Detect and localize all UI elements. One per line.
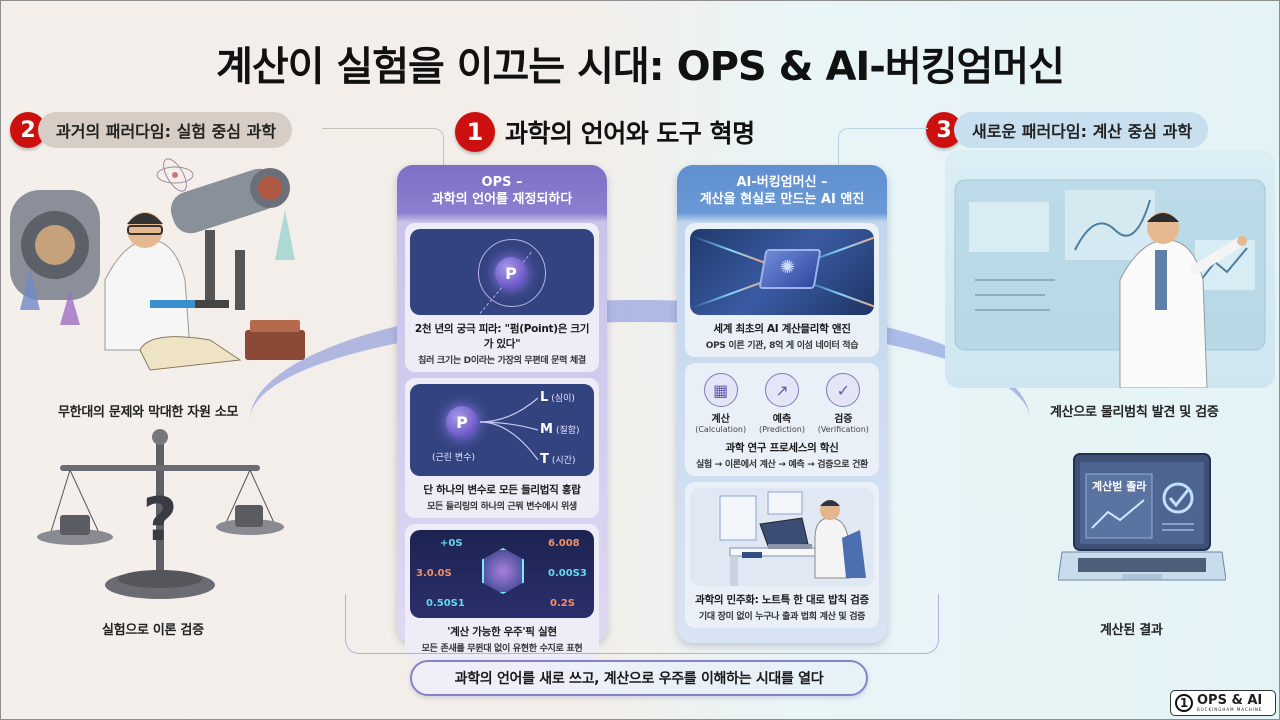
balance-scale-icon: ? xyxy=(37,429,284,599)
past-caption-bottom: 실험으로 이론 검증 xyxy=(102,623,204,638)
ops-card-universe: +0S 6.008 3.0.0S 0.00S3 0.50S1 0.2S '계산 … xyxy=(405,524,599,660)
orbit-ring-icon xyxy=(478,239,546,307)
laptop-researcher-image xyxy=(690,488,874,586)
cube-number: 0.00S3 xyxy=(548,568,587,579)
section-heading-new: 3 새로운 패러다임: 계산 중심 과학 xyxy=(926,112,1209,148)
cube-number: 0.50S1 xyxy=(426,598,465,609)
cube-number: +0S xyxy=(440,538,463,549)
card-title: 과학 연구 프로세스의 학신 xyxy=(725,442,839,454)
scientist-lab-icon xyxy=(10,158,305,371)
step-verification: ✓ 검증 (Verification) xyxy=(813,373,873,434)
researcher-at-laptop-icon xyxy=(719,491,866,586)
card-subtitle: 기대 장미 없이 누구나 출과 법희 계산 및 검증 xyxy=(698,612,866,622)
ops-ai-logo: 1 OPS & AI BUCKINGHAM MACHINE xyxy=(1170,690,1276,716)
ai-card-process: ▦ 계산 (Calculation) ↗ 예측 (Prediction) ✓ 검… xyxy=(685,363,879,476)
ai-header-line2: 계산을 현실로 만드는 AI 앤진 xyxy=(699,192,865,207)
bridge-decoration xyxy=(250,300,1030,420)
logo-tagline: BUCKINGHAM MACHINE xyxy=(1197,707,1263,712)
cube-number: 3.0.0S xyxy=(416,568,452,579)
card-title: 과학의 민주화: 노트특 한 대로 밥칙 검증 xyxy=(695,594,869,606)
section-heading-past: 2 과거의 패러다임: 실험 중심 과학 xyxy=(10,112,293,148)
card-title: 세계 최초의 AI 계산믈리학 앤진 xyxy=(713,323,851,335)
brain-icon: ✺ xyxy=(780,257,796,278)
cube-number: 0.2S xyxy=(550,598,575,609)
ops-header-line1: OPS – xyxy=(481,175,523,190)
card-subtitle: 침러 크기는 D이라는 가장의 무편데 문력 체결 xyxy=(418,356,586,366)
card-title: 단 하나의 변수로 모든 들리법직 홍랍 xyxy=(423,484,581,496)
card-title: 2천 년의 궁극 피라: "펌(Point)은 크기가 있다" xyxy=(414,323,590,350)
computable-cube-image: +0S 6.008 3.0.0S 0.00S3 0.50S1 0.2S xyxy=(410,530,594,618)
point-atom-image: P xyxy=(410,229,594,315)
past-caption-top: 무한대의 문제와 막대한 자원 소모 xyxy=(58,405,239,420)
connector-line xyxy=(322,128,444,168)
step-calculation: ▦ 계산 (Calculation) xyxy=(691,373,751,434)
ai-chip-image: ✺ xyxy=(690,229,874,315)
section-heading-revolution: 1 과학의 언어와 도구 혁명 xyxy=(455,112,755,152)
variable-branch-image: P (근린 변수) L(심이) M(질함) T(시간) xyxy=(410,384,594,476)
card-subtitle: 모든 존새를 무뮌대 없이 유현한 수지로 표현 xyxy=(421,644,583,654)
cube-icon xyxy=(482,548,524,594)
card-subtitle: 모든 들리링의 하나의 근뭐 변수에시 위생 xyxy=(427,502,577,512)
laboratory-illustration xyxy=(0,150,320,388)
bottom-connector-frame xyxy=(345,594,939,654)
logo-number-icon: 1 xyxy=(1175,694,1193,712)
ai-column-header: AI-버킹엄머신 – 계산을 현실로 만드는 AI 앤진 xyxy=(685,165,879,217)
laptop-result-illustration: 계산벋 졸라 xyxy=(1057,448,1227,596)
ops-column-header: OPS – 과학의 언어를 재정되하다 xyxy=(405,165,599,217)
branch-lines-icon xyxy=(480,397,539,461)
leaf-mass: M(질함) xyxy=(540,422,580,437)
leaf-length: L(심이) xyxy=(540,390,575,405)
section-label: 새로운 패러다임: 계산 중심 과학 xyxy=(954,112,1209,148)
step-prediction: ↗ 예측 (Prediction) xyxy=(752,373,812,434)
laptop-screen-label: 계산벋 졸라 xyxy=(1092,480,1147,493)
ai-card-engine: ✺ 세계 최초의 AI 계산믈리학 앤진 OPS 이른 기관, 8억 게 이섬 … xyxy=(685,223,879,357)
cube-number: 6.008 xyxy=(548,538,580,549)
ai-card-democratization: 과학의 민주화: 노트특 한 대로 밥칙 검증 기대 장미 없이 누구나 출과 … xyxy=(685,482,879,628)
ops-card-point: P 2천 년의 궁극 피라: "펌(Point)은 크기가 있다" 침러 크기는… xyxy=(405,223,599,372)
connector-line xyxy=(838,128,928,168)
new-caption-bottom: 계산된 결과 xyxy=(1100,623,1163,638)
chart-up-icon: ↗ xyxy=(764,373,799,407)
page-title: 계산이 실험을 이끄는 시대: OPS & AI-버킹엄머신 xyxy=(216,44,1065,90)
laptop-checkmark-icon xyxy=(1057,453,1227,581)
ops-column: OPS – 과학의 언어를 재정되하다 P 2천 년의 궁극 피라: "펌(Po… xyxy=(397,165,607,660)
scientist-holographic-screen-icon xyxy=(954,179,1266,389)
section-label: 과거의 패러다임: 실험 중심 과학 xyxy=(38,112,293,148)
ops-card-variable: P (근린 변수) L(심이) M(질함) T(시간) 단 하나의 변수로 모든… xyxy=(405,378,599,518)
balance-scale-illustration: ? xyxy=(30,425,290,610)
svg-text:?: ? xyxy=(143,485,178,555)
computational-scientist-illustration xyxy=(945,150,1275,389)
calculator-icon: ▦ xyxy=(703,373,738,407)
point-p-icon: P xyxy=(446,406,478,438)
process-steps: ▦ 계산 (Calculation) ↗ 예측 (Prediction) ✓ 검… xyxy=(690,373,874,434)
new-caption-top: 계산으로 물리범칙 발견 및 검증 xyxy=(1050,405,1219,420)
point-p-icon: P xyxy=(495,257,527,289)
card-subtitle: OPS 이른 기관, 8억 게 이섬 네이터 적습 xyxy=(705,341,859,351)
section-label: 과학의 언어와 도구 혁명 xyxy=(505,119,755,148)
bottom-conclusion-banner: 과학의 언어를 새로 쓰고, 계산으로 우주를 이해하는 시대를 열다 xyxy=(410,660,868,696)
ops-header-line2: 과학의 언어를 재정되하다 xyxy=(431,192,573,207)
logo-text: OPS & AI xyxy=(1197,693,1263,708)
ai-header-line1: AI-버킹엄머신 – xyxy=(736,175,828,190)
ai-column: AI-버킹엄머신 – 계산을 현실로 만드는 AI 앤진 ✺ 세계 최초의 AI… xyxy=(677,165,887,643)
card-title: '계산 가능한 우주'픽 실현 xyxy=(447,626,557,638)
card-subtitle: 실험 → 이론에서 계산 → 예측 → 검증으로 건환 xyxy=(695,460,869,470)
section-number-badge: 1 xyxy=(455,112,495,152)
leaf-time: T(시간) xyxy=(540,452,576,467)
monitor-check-icon: ✓ xyxy=(826,373,861,407)
root-variable-label: (근린 변수) xyxy=(432,453,476,463)
